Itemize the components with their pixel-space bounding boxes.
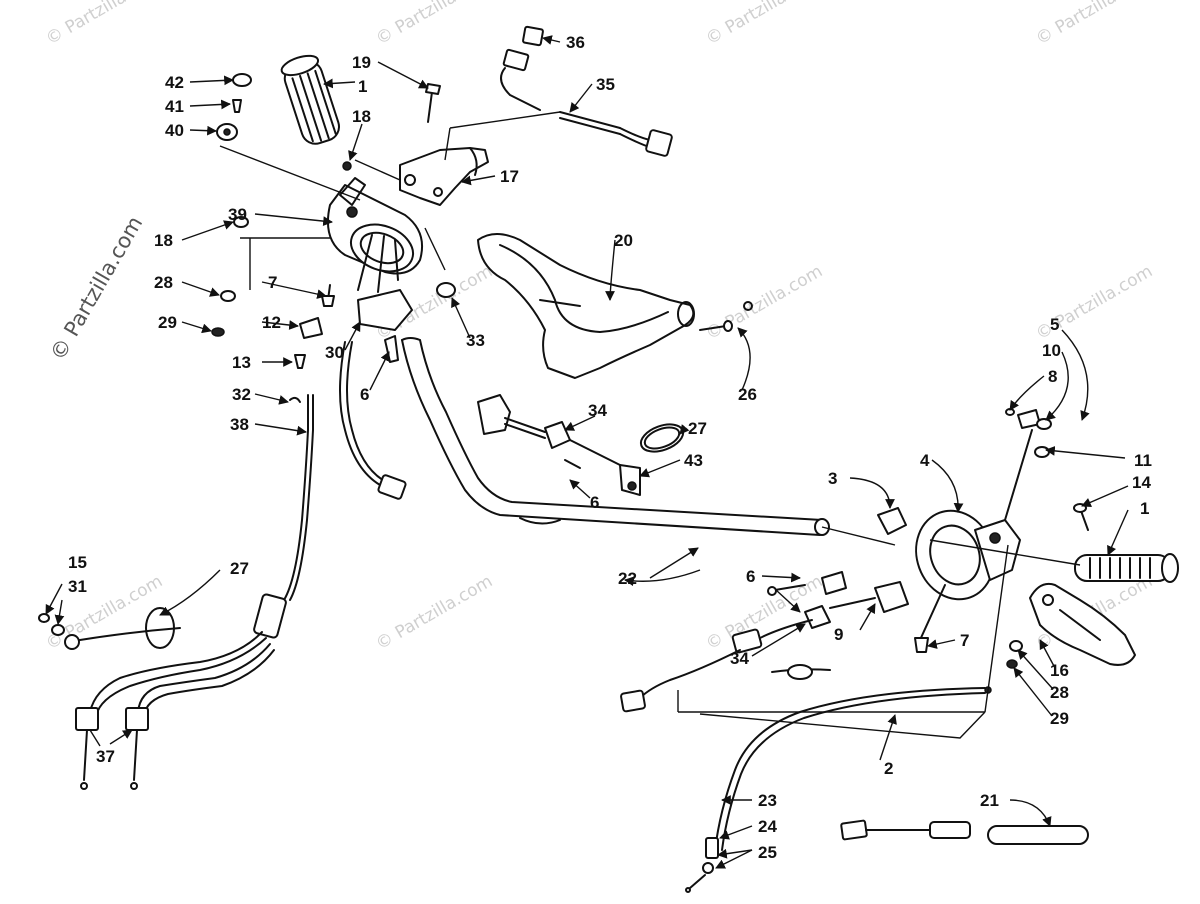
brake-lever-bracket [399,147,489,206]
watermark: © Partzilla.com [703,261,827,344]
callout: 12 [262,313,281,332]
left-control-housing [326,161,424,293]
right-control-housing [914,429,1033,653]
left-throttle-block [339,289,413,500]
callout: 7 [960,631,969,650]
callout: 28 [1050,683,1069,702]
callout-numbers: 42 41 40 19 1 18 36 35 17 39 18 28 29 7 … [68,33,1152,862]
callout: 22 [618,569,637,588]
left-hardware [211,73,456,403]
brake-lever [1029,582,1136,666]
callout: 34 [730,649,749,668]
callout: 11 [1134,451,1152,470]
callout: 29 [158,313,177,332]
callout: 27 [688,419,707,438]
callout: 30 [325,343,344,362]
callout: 26 [738,385,757,404]
callout: 19 [352,53,371,72]
callout: 38 [230,415,249,434]
watermark-vertical: © Partzilla.com [46,212,148,364]
right-hardware [743,301,1089,669]
callout: 8 [1048,367,1057,386]
parts-drawing [38,25,1179,893]
callout: 25 [758,843,777,862]
callout: 9 [834,625,843,644]
callout: 16 [1050,661,1069,680]
right-grip [1074,553,1179,583]
callout: 18 [352,107,371,126]
callout: 1 [1140,499,1149,518]
callout: 28 [154,273,173,292]
callout: 32 [232,385,251,404]
callout: 13 [232,353,251,372]
bolt-19 [425,83,441,123]
right-switches [620,507,909,713]
watermark: © Partzilla [43,0,130,49]
callout: 31 [68,577,87,596]
callout: 2 [884,759,893,778]
callout: 24 [758,817,777,836]
watermark: © Partzilla.com [43,571,167,654]
watermark: © Partzilla [1033,0,1120,49]
grip-heater-element [840,819,1089,845]
callout: 33 [466,331,485,350]
callout: 14 [1132,473,1151,492]
carb-cables [38,607,275,790]
callout: 39 [228,205,247,224]
left-grip [280,54,340,145]
guard-bolt [699,320,733,332]
handlebar [401,337,830,536]
center-switch-wiring [477,394,641,496]
callout: 1 [358,77,367,96]
watermark: © Partzilla [373,0,460,49]
callout: 10 [1042,341,1061,360]
callout: 7 [268,273,277,292]
callout: 36 [566,33,585,52]
callout: 5 [1050,315,1059,334]
callout: 3 [828,469,837,488]
callout: 21 [980,791,999,810]
callout: 6 [746,567,755,586]
throttle-cable [253,394,314,639]
watermark: © Partzilla [703,0,790,49]
callout: 4 [920,451,930,470]
kill-switch-harness [500,25,673,157]
callout: 43 [684,451,703,470]
callout: 35 [596,75,615,94]
callout: 20 [614,231,633,250]
callout: 6 [590,493,599,512]
reference-lines [219,111,1081,739]
watermark: © Partzilla.com [373,571,497,654]
callout: 6 [360,385,369,404]
callout: 34 [588,401,607,420]
callout: 40 [165,121,184,140]
callout: 27 [230,559,249,578]
callout: 41 [165,97,184,116]
hand-guard [477,233,695,379]
leader-lines [45,35,1129,869]
callout: 29 [1050,709,1069,728]
callout: 23 [758,791,777,810]
callout: 37 [96,747,115,766]
callout: 42 [165,73,184,92]
callout: 15 [68,553,87,572]
callout: 18 [154,231,173,250]
callout: 17 [500,167,519,186]
clamp-ring [639,423,685,453]
brake-cable [685,686,992,893]
